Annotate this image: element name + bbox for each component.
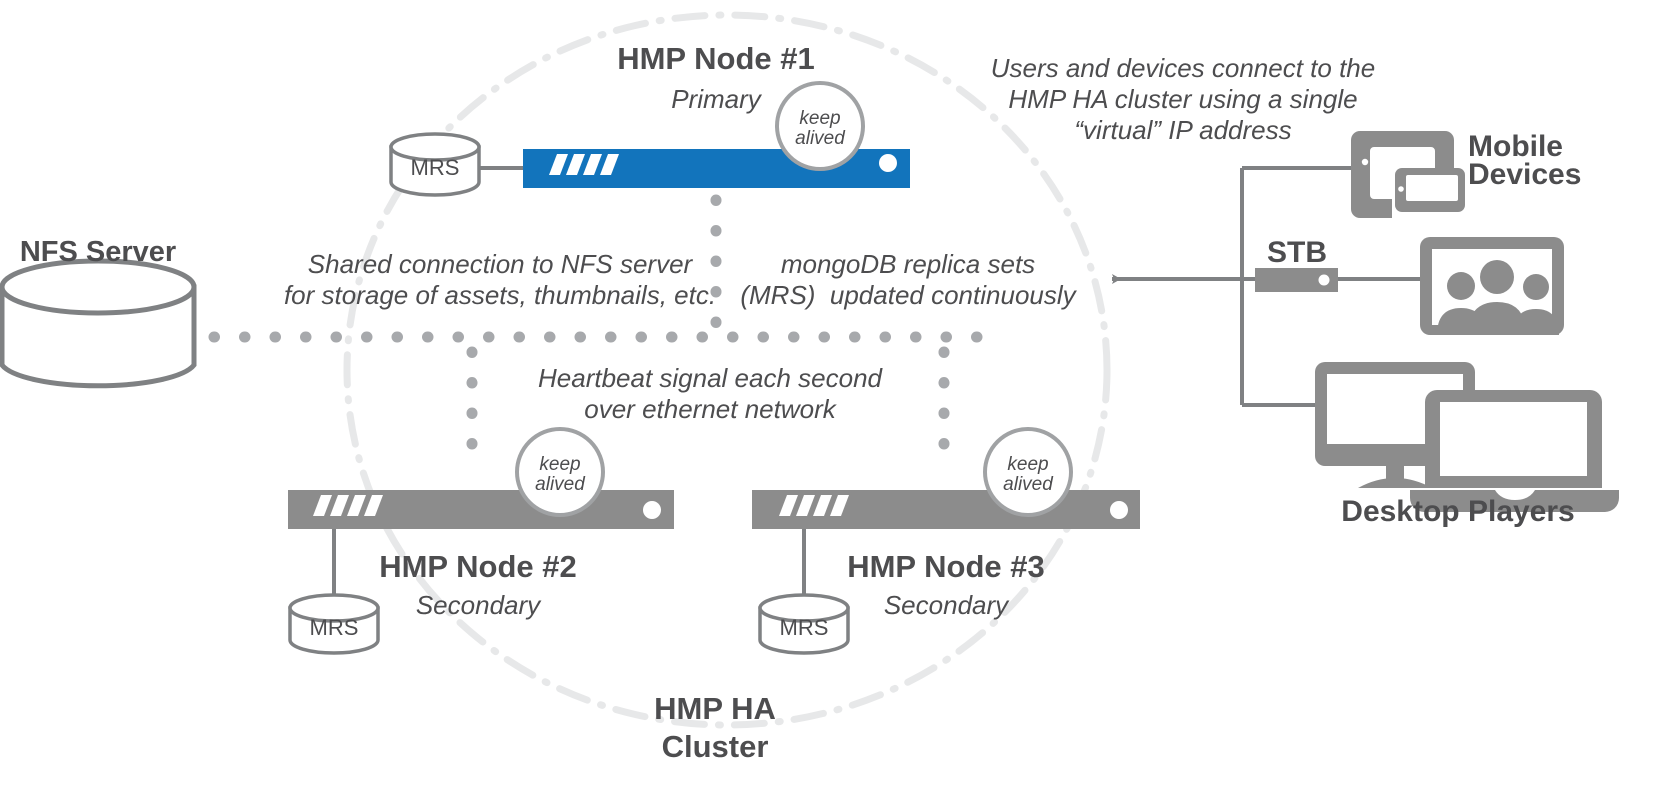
node-1-keepalived-label-line1: keep <box>799 108 841 129</box>
desktop-players-label: Desktop Players <box>1341 495 1575 528</box>
node-3-mrs-label: MRS <box>779 615 829 640</box>
node-3-keepalived-label-line2: alived <box>1003 474 1053 495</box>
node-1-led <box>879 154 897 172</box>
node-3-vent-slots <box>779 495 849 516</box>
hmp-node-3[interactable] <box>752 427 1140 655</box>
hmp-node-1[interactable] <box>389 81 910 197</box>
node-2-vent-slots <box>313 495 383 516</box>
node-2-mrs-label: MRS <box>309 615 359 640</box>
hmp-node-3-title: HMP Node #3 <box>847 549 1045 584</box>
nfs-server-icon <box>0 258 197 389</box>
cluster-boundary-circle <box>343 11 1111 729</box>
virtual-ip-annotation-line2: HMP HA cluster using a single <box>1008 84 1358 114</box>
nfs-server-label: NFS Server <box>19 236 177 268</box>
virtual-ip-annotation-line3: “virtual” IP address <box>1074 115 1292 145</box>
node-3-keepalived-badge <box>983 427 1073 517</box>
heartbeat-annotation-line1: Heartbeat signal each second <box>537 363 883 393</box>
hmp-node-2-role: Secondary <box>415 590 541 620</box>
mongodb-annotation-line2: (MRS) updated continuously <box>740 280 1076 310</box>
mobile-devices-label-line2: Devices <box>1468 158 1582 191</box>
node-1-keepalived-label-line2: alived <box>795 128 845 149</box>
node-3-mrs-cylinder <box>758 593 850 655</box>
mobile-devices-label-line1: Mobile <box>1468 130 1563 163</box>
set-top-box-icon <box>1255 268 1338 292</box>
node-1-mrs-label: MRS <box>410 155 460 180</box>
hmp-node-1-role: Primary <box>671 84 761 114</box>
stb-label: STB <box>1267 236 1327 269</box>
hmp-node-3-role: Secondary <box>883 590 1009 620</box>
nfs-shared-annotation-line1: Shared connection to NFS server <box>307 249 693 279</box>
node-1-keepalived-badge <box>775 81 865 171</box>
node-2-led <box>643 501 661 519</box>
cluster-label-line2: Cluster <box>661 729 769 764</box>
tv-viewers-icon <box>1420 237 1564 335</box>
node-2-keepalived-badge <box>515 427 605 517</box>
node-2-keepalived-label-line1: keep <box>539 454 581 475</box>
cluster-label-line1: HMP HA <box>654 691 776 726</box>
virtual-ip-connection-lines <box>1112 166 1420 407</box>
node-3-led <box>1110 501 1128 519</box>
monitor-laptop-icon <box>1315 362 1619 512</box>
node-2-mrs-cylinder <box>288 593 380 655</box>
mongodb-annotation-line1: mongoDB replica sets <box>780 249 1036 279</box>
node-1-mrs-cylinder <box>389 132 481 197</box>
hmp-node-2[interactable] <box>288 427 674 655</box>
node-3-keepalived-label-line1: keep <box>1007 454 1049 475</box>
hmp-node-2-title: HMP Node #2 <box>379 549 577 584</box>
mobile-devices-icon <box>1351 131 1465 218</box>
heartbeat-annotation-line2: over ethernet network <box>584 394 836 424</box>
hmp-node-1-title: HMP Node #1 <box>617 41 815 76</box>
node-1-vent-slots <box>549 154 619 175</box>
virtual-ip-annotation-line1: Users and devices connect to the <box>990 53 1376 83</box>
nfs-shared-annotation-line2: for storage of assets, thumbnails, etc. <box>283 280 717 310</box>
node-2-keepalived-label-line2: alived <box>535 474 585 495</box>
